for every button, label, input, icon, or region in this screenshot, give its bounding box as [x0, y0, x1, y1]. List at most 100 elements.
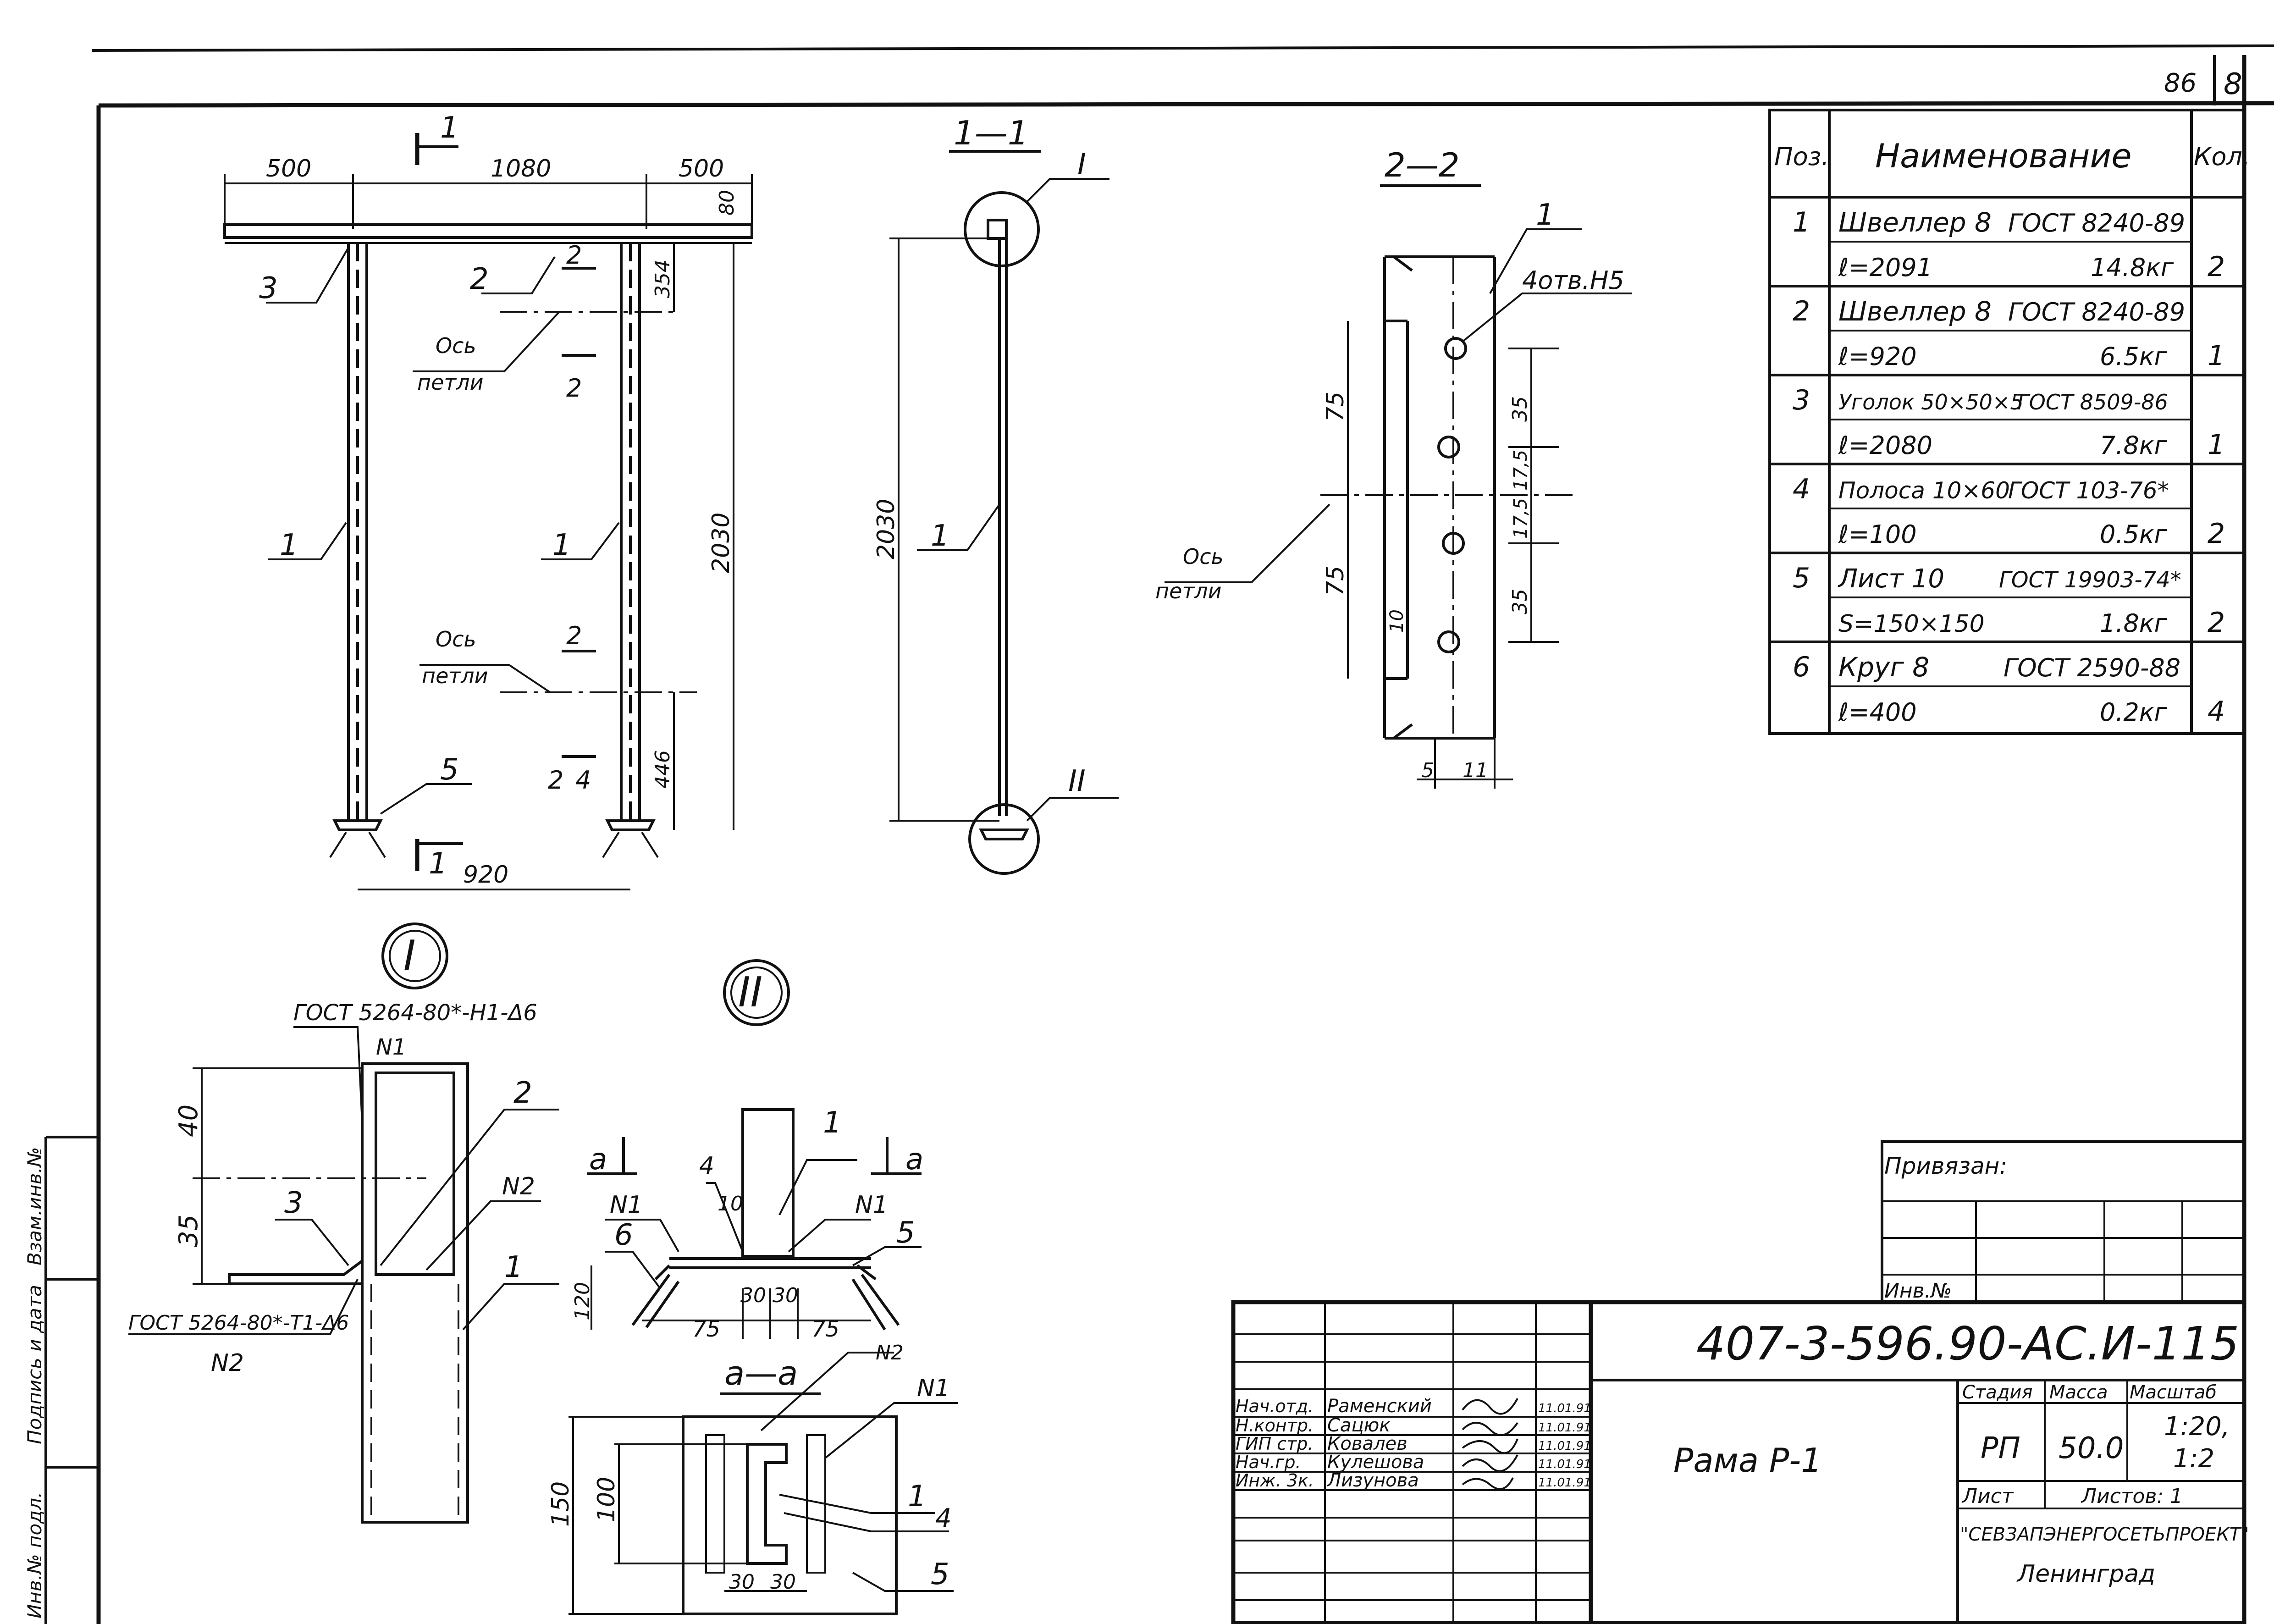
a-a-dim-30-a: 30 [729, 1570, 755, 1594]
spec-qty: 1 [2208, 429, 2225, 461]
role-1: Н.контр. [1236, 1415, 1314, 1436]
spec-table: Поз. Наименование Кол. [1768, 109, 2250, 735]
node-I-pos-1: 1 [504, 1250, 523, 1284]
dim-354: 354 [651, 260, 674, 298]
node-II-dim-75-a: 75 [692, 1316, 720, 1342]
spec-std: 14.8кг [2091, 253, 2174, 282]
node-II-pos-4: 4 [699, 1152, 714, 1180]
a-a-pos-1: 1 [908, 1480, 927, 1514]
section-1-1: 1—1 I II 2030 1 [872, 114, 1119, 875]
spec-name: Лист 10 [1838, 564, 1944, 594]
spec-std: 0.2кг [2100, 698, 2167, 727]
node-II-n1-left: N1 [610, 1191, 643, 1219]
pos-4-label: 4 [575, 766, 591, 795]
section-mark-1-bottom: 1 [429, 847, 447, 881]
person-1: Сацюк [1327, 1415, 1391, 1436]
section-a-a-title: а—а [724, 1354, 798, 1392]
spec-pos: 4 [1793, 473, 1810, 505]
dim-11: 11 [1463, 759, 1488, 782]
section-1-1-height: 2030 [872, 499, 900, 559]
node-I-mark: I [403, 932, 416, 980]
org-name: "СЕВЗАПЭНЕРГОСЕТЬПРОЕКТ" [1960, 1524, 2249, 1545]
spec-name: ℓ=2091 [1838, 253, 1932, 282]
spec-name: Швеллер 8 [1838, 207, 1992, 238]
signature-1 [1462, 1422, 1518, 1436]
node-I-n2-bottom: N2 [211, 1349, 244, 1377]
a-a-pos-5: 5 [931, 1558, 949, 1591]
privyazan-block: Привязан: Инв.№ [1881, 1140, 2246, 1304]
side-stamp: Инв.№ подл. Подпись и дата Взам.инв.№ [23, 1136, 99, 1624]
spec-std: ГОСТ 103-76* [2008, 477, 2169, 504]
dim-920: 920 [463, 861, 508, 889]
spec-header-name: Наименование [1875, 137, 2132, 175]
dim-2030: 2030 [707, 513, 735, 573]
spec-name: Швеллер 8 [1838, 296, 1992, 327]
date-4: 11.01.91 [1538, 1476, 1591, 1490]
person-3: Кулешова [1327, 1452, 1424, 1473]
dim-17-5-b: 17,5 [1510, 498, 1531, 539]
axis-label-bot-2: петли [422, 663, 488, 688]
dim-1080: 1080 [491, 155, 551, 182]
node-II-n1-right: N1 [855, 1191, 888, 1219]
node-II-a-right: a [905, 1143, 923, 1177]
spec-name: ℓ=920 [1838, 342, 1917, 371]
privyazan-inv: Инв.№ [1884, 1279, 1952, 1303]
spec-std: 0.5кг [2100, 520, 2167, 549]
dim-35-bot: 35 [1508, 589, 1532, 614]
scale-header: Масштаб [2130, 1382, 2217, 1403]
signature-2 [1462, 1438, 1518, 1454]
dim-500-left: 500 [266, 155, 311, 182]
spec-qty: 1 [2208, 340, 2225, 372]
sheet-label: Лист [1961, 1485, 2014, 1508]
dim-75-bot: 75 [1322, 566, 1349, 596]
cut-2-mark-d: 2 [548, 766, 563, 795]
spec-qty: 4 [2208, 696, 2225, 728]
spec-qty: 2 [2208, 251, 2225, 283]
node-I-pos-2: 2 [513, 1076, 532, 1110]
section-mark-1-top: 1 [440, 111, 459, 145]
section-2-2: 2—2 4отв.Н5 1 75 75 35 17,5 17,5 35 10 5 [1155, 146, 1632, 789]
pos-2-label: 2 [470, 262, 489, 296]
date-2: 11.01.91 [1538, 1439, 1591, 1453]
stamp-signature: Подпись и дата [23, 1285, 46, 1444]
dim-446: 446 [651, 750, 674, 789]
spec-name: Полоса 10×60 [1838, 477, 2010, 504]
spec-std: 1.8кг [2100, 609, 2167, 638]
scale-value-2: 1:2 [2173, 1444, 2214, 1474]
node-II-pos-1: 1 [823, 1106, 842, 1140]
spec-name: ℓ=2080 [1838, 431, 1932, 460]
spec-pos: 2 [1793, 295, 1810, 327]
node-II-dim-10: 10 [718, 1192, 743, 1215]
axis-label-top-2: петли [417, 370, 483, 395]
person-2: Ковалев [1327, 1433, 1407, 1454]
role-3: Нач.гр. [1236, 1452, 1301, 1472]
node-I-n2-top: N2 [502, 1173, 535, 1200]
spec-name: Круг 8 [1838, 652, 1929, 683]
mass-value: 50.0 [2059, 1431, 2124, 1465]
section-a-a: а—а 150 100 30 30 N2 N1 1 4 5 [547, 1341, 958, 1615]
spec-std: ГОСТ 19903-74* [1999, 567, 2181, 593]
section-2-2-pos: 1 [1536, 198, 1555, 232]
stamp-inv-podl: Инв.№ подл. [23, 1492, 46, 1618]
role-4: Инж. 3к. [1236, 1470, 1314, 1491]
a-a-dim-150: 150 [547, 1481, 574, 1527]
org-city: Ленинград [2016, 1560, 2155, 1588]
node-II-pos-5: 5 [896, 1216, 915, 1250]
pos-5-label: 5 [440, 753, 459, 787]
axis-label-22-2: петли [1155, 579, 1221, 603]
sheets-label: Листов: 1 [2081, 1485, 2183, 1508]
spec-qty: 2 [2208, 607, 2225, 639]
node-I-weld-bottom: ГОСТ 5264-80*-Т1-Δ6 [128, 1311, 349, 1335]
drawing-code: 407-3-596.90-АС.И-115 [1696, 1317, 2239, 1370]
spec-name: Уголок 50×50×5 [1838, 390, 2024, 414]
date-0: 11.01.91 [1538, 1402, 1591, 1415]
node-I-weld-top: ГОСТ 5264-80*-Н1-Δ6 [293, 1000, 537, 1026]
a-a-pos-4: 4 [935, 1503, 952, 1533]
person-4: Лизунова [1326, 1470, 1419, 1491]
frame-elevation: 500 1080 500 80 1 1 354 2030 446 920 3 2… [223, 111, 753, 890]
date-1: 11.01.91 [1538, 1421, 1591, 1435]
cut-2-mark-b: 2 [566, 374, 582, 403]
dim-17-5-a: 17,5 [1510, 450, 1531, 491]
spec-std: 6.5кг [2100, 342, 2167, 371]
signature-3 [1462, 1454, 1518, 1472]
